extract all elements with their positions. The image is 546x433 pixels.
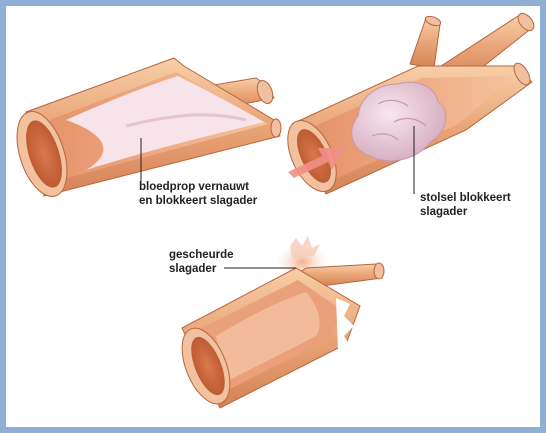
label-stolsel: stolsel blokkeert slagader xyxy=(420,191,511,219)
label-gescheurde: gescheurde slagader xyxy=(169,248,234,276)
label-stolsel-line-1: stolsel blokkeert xyxy=(420,191,511,205)
label-gescheurde-line-1: gescheurde xyxy=(169,248,234,262)
label-bloedprop: bloedprop vernauwt en blokkeert slagader xyxy=(139,180,257,208)
label-bloedprop-line-2: en blokkeert slagader xyxy=(139,194,257,208)
diagram-frame: bloedprop vernauwt en blokkeert slagader… xyxy=(6,6,540,427)
label-stolsel-line-2: slagader xyxy=(420,205,511,219)
label-gescheurde-line-2: slagader xyxy=(169,262,234,276)
artery-clot-blocking xyxy=(278,10,537,198)
label-bloedprop-line-1: bloedprop vernauwt xyxy=(139,180,257,194)
